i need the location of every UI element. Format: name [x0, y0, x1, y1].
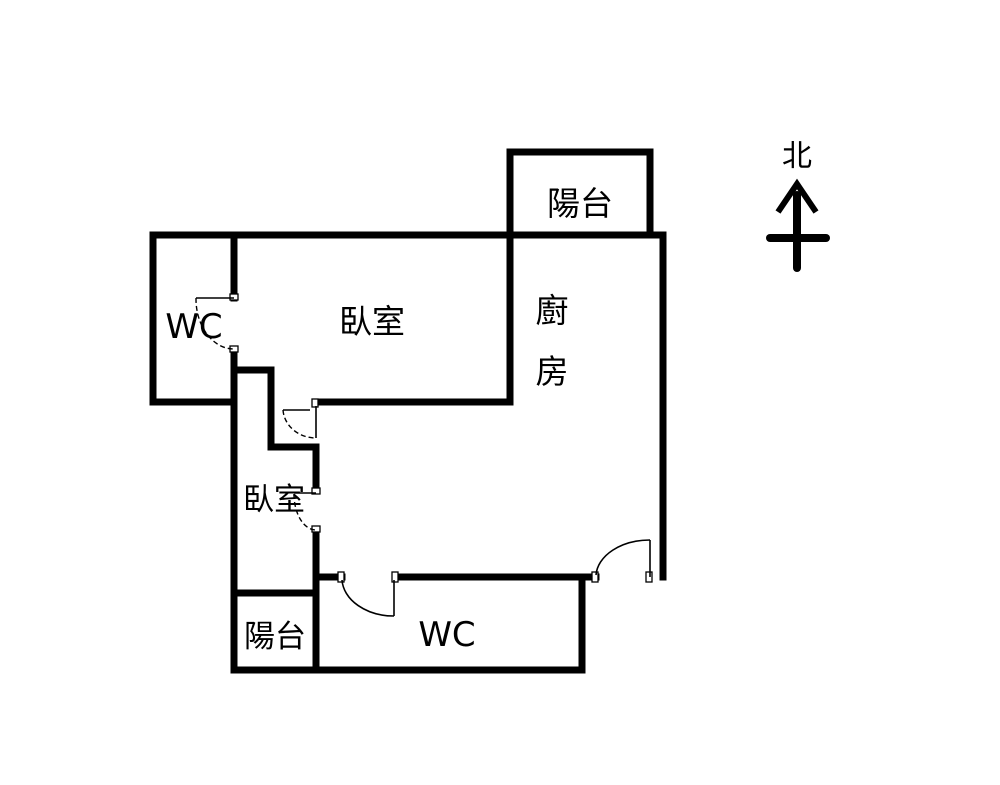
- balcony-south-label: 陽台: [244, 619, 306, 655]
- wc-south-label: WC: [418, 615, 475, 655]
- balcony-north: [506, 148, 654, 239]
- wc-west-label: WC: [165, 307, 222, 347]
- compass: 北: [766, 139, 830, 272]
- door-second-bedroom: [293, 487, 321, 533]
- door-south-wc: [337, 571, 399, 617]
- compass-north-label: 北: [782, 139, 812, 174]
- door-west-wc: [195, 293, 239, 353]
- door-entrance: [591, 539, 653, 583]
- north-arrow-icon: [766, 178, 830, 272]
- walls: [149, 231, 667, 674]
- bedroom-second-label: 臥室: [243, 482, 305, 518]
- bedroom-main-label: 臥室: [339, 302, 405, 341]
- door-main-bedroom: [282, 398, 319, 439]
- kitchen-label-bottom: 房: [536, 352, 569, 391]
- kitchen-label-top: 廚: [536, 291, 569, 330]
- balcony-north-label: 陽台: [547, 184, 613, 223]
